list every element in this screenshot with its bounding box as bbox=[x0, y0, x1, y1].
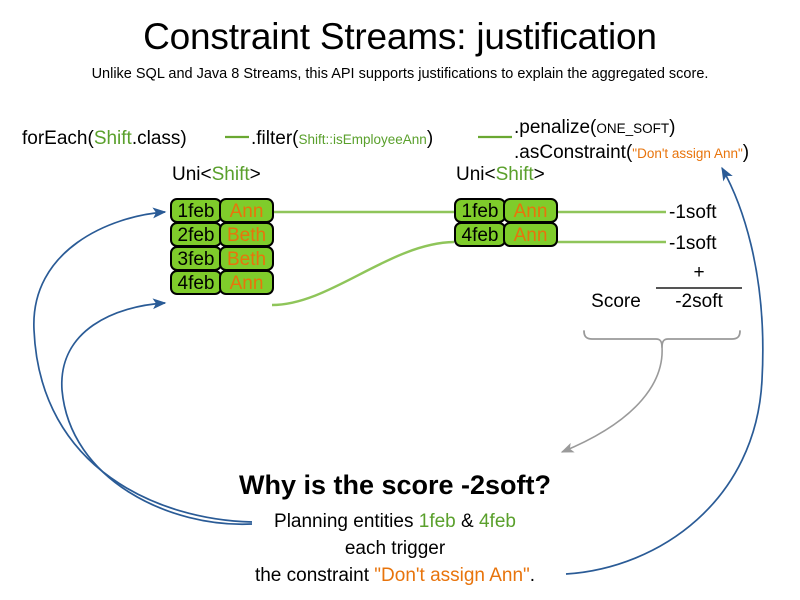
for-each-suffix: .class) bbox=[131, 128, 187, 149]
score-summary: + Score -2soft bbox=[580, 262, 742, 322]
score-total: -2soft bbox=[675, 291, 723, 312]
page-title: Constraint Streams: justification bbox=[143, 16, 657, 57]
penalize-suffix: ) bbox=[669, 117, 676, 138]
code-penalize: .penalize(ONE_SOFT) bbox=[514, 117, 675, 139]
filter-arg: Shift::isEmployeeAnn bbox=[298, 132, 427, 147]
explanation-constraint-name: "Don't assign Ann" bbox=[374, 565, 530, 586]
as-constraint-call: .asConstraint( bbox=[514, 142, 633, 163]
explanation-amp: & bbox=[455, 511, 479, 532]
uni-right-prefix: Uni< bbox=[456, 164, 496, 185]
filter-suffix: ) bbox=[426, 128, 434, 149]
shift-employee: Beth bbox=[219, 246, 274, 271]
explanation-line3-suffix: . bbox=[529, 565, 536, 586]
page-subtitle: Unlike SQL and Java 8 Streams, this API … bbox=[91, 66, 709, 82]
table-row[interactable]: 2feb Beth bbox=[170, 222, 274, 247]
table-row[interactable]: 3feb Beth bbox=[170, 246, 274, 271]
explanation-line-2: each trigger bbox=[344, 538, 446, 559]
explanation-entity-a: 1feb bbox=[418, 511, 456, 532]
table-row[interactable]: 4feb Ann bbox=[170, 270, 274, 295]
score-operator: + bbox=[693, 262, 705, 283]
code-filter: .filter(Shift::isEmployeeAnn) bbox=[251, 128, 433, 150]
uni-label-right: Uni<Shift> bbox=[456, 164, 545, 186]
uni-label-left: Uni<Shift> bbox=[172, 164, 261, 186]
impact-label-1: -1soft bbox=[669, 202, 717, 223]
code-as-constraint: .asConstraint("Don't assign Ann") bbox=[514, 142, 749, 164]
shift-employee: Ann bbox=[503, 222, 558, 247]
shift-employee: Ann bbox=[219, 270, 274, 295]
score-label: Score bbox=[591, 291, 641, 312]
table-row[interactable]: 1feb Ann bbox=[454, 198, 558, 223]
shift-table-left: 1feb Ann 2feb Beth 3feb Beth 4feb Ann bbox=[170, 198, 274, 295]
shift-employee: Ann bbox=[219, 198, 274, 223]
score-divider bbox=[656, 287, 742, 289]
shift-date: 4feb bbox=[170, 270, 222, 295]
shift-date: 1feb bbox=[170, 198, 222, 223]
score-explanation-arrow-icon bbox=[560, 346, 663, 453]
penalize-call: .penalize( bbox=[514, 117, 597, 138]
as-constraint-suffix: ) bbox=[742, 142, 750, 163]
explanation-entity-b: 4feb bbox=[478, 511, 516, 532]
for-each-call: forEach( bbox=[22, 128, 94, 149]
shift-date: 1feb bbox=[454, 198, 506, 223]
table-row[interactable]: 1feb Ann bbox=[170, 198, 274, 223]
penalize-arg: ONE_SOFT bbox=[596, 121, 670, 136]
for-each-type: Shift bbox=[93, 128, 132, 149]
score-brace-icon bbox=[583, 330, 741, 348]
explanation-line-1: Planning entities 1feb & 4feb bbox=[0, 511, 790, 533]
explanation-line-3: the constraint "Don't assign Ann". bbox=[0, 565, 790, 587]
explanation-heading: Why is the score -2soft? bbox=[238, 470, 552, 500]
shift-employee: Ann bbox=[503, 198, 558, 223]
uni-left-type: Shift bbox=[211, 164, 250, 185]
uni-left-prefix: Uni< bbox=[172, 164, 212, 185]
shift-date: 3feb bbox=[170, 246, 222, 271]
as-constraint-arg: "Don't assign Ann" bbox=[632, 146, 743, 161]
code-for-each: forEach(Shift.class) bbox=[22, 128, 187, 150]
table-row[interactable]: 4feb Ann bbox=[454, 222, 558, 247]
impact-label-2: -1soft bbox=[669, 233, 717, 254]
explanation-line3-prefix: the constraint bbox=[254, 565, 375, 586]
shift-date: 2feb bbox=[170, 222, 222, 247]
uni-left-suffix: > bbox=[249, 164, 261, 185]
shift-date: 4feb bbox=[454, 222, 506, 247]
shift-table-right: 1feb Ann 4feb Ann bbox=[454, 198, 558, 247]
shift-employee: Beth bbox=[219, 222, 274, 247]
filter-call: .filter( bbox=[251, 128, 299, 149]
uni-right-suffix: > bbox=[533, 164, 545, 185]
stream-wire-4feb bbox=[271, 240, 455, 307]
explanation-line1-prefix: Planning entities bbox=[274, 511, 419, 532]
uni-right-type: Shift bbox=[495, 164, 534, 185]
